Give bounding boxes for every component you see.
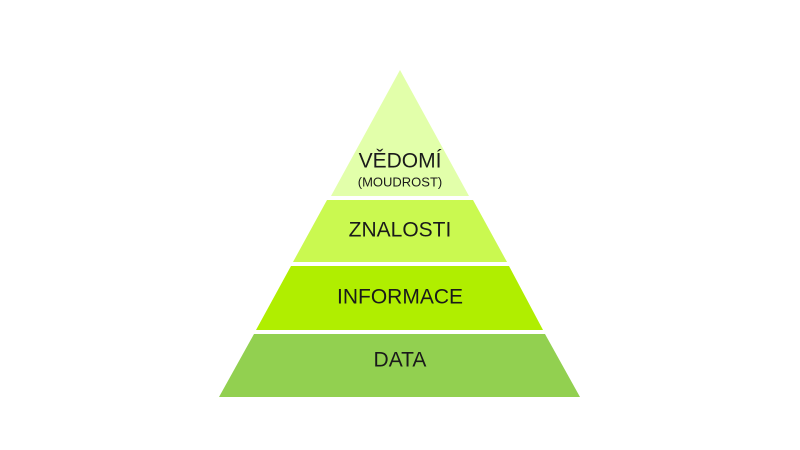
level-wisdom-label: VĚDOMÍ [359,150,442,173]
level-information-label: INFORMACE [337,286,463,309]
level-wisdom-sublabel: (MOUDROST) [358,174,443,189]
pyramid-level-knowledge [293,200,507,262]
pyramid-level-wisdom [331,70,469,196]
level-data-label: DATA [374,349,427,372]
pyramid-level-information [256,266,543,330]
pyramid-level-data [219,334,580,397]
level-knowledge-label: ZNALOSTI [349,219,452,242]
